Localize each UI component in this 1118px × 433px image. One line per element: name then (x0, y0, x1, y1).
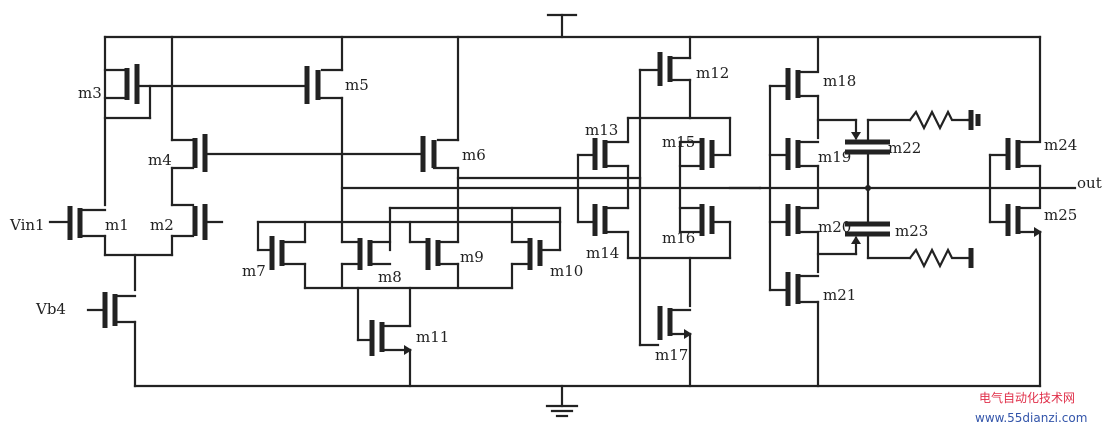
watermark-title: 电气自动化技术网 (979, 390, 1075, 405)
label-m20: m20 (818, 218, 851, 236)
label-m8: m8 (378, 268, 402, 286)
label-vin1: Vin1 (9, 216, 45, 234)
load-stage (256, 206, 562, 388)
label-m3: m3 (78, 84, 102, 102)
transistor-labels: m3 m5 m4 m6 m1 m2 m7 m8 m9 m10 m11 m12 m… (9, 64, 1102, 364)
output-driver (758, 35, 1077, 388)
label-m1: m1 (105, 216, 129, 234)
bias-mirror (304, 35, 460, 224)
label-m24: m24 (1044, 136, 1077, 154)
label-out: out (1077, 174, 1102, 192)
label-m9: m9 (460, 248, 484, 266)
label-m19: m19 (818, 148, 851, 166)
input-stage (48, 35, 422, 388)
vdd-rail (103, 13, 1042, 39)
label-m17: m17 (655, 346, 688, 364)
label-m11: m11 (416, 328, 449, 346)
label-m7: m7 (242, 262, 266, 280)
label-m15: m15 (662, 133, 695, 151)
gain-stage (576, 35, 762, 388)
label-m25: m25 (1044, 206, 1077, 224)
watermark: 电气自动化技术网 www.55dianzi.com (975, 390, 1087, 425)
watermark-url: www.55dianzi.com (975, 411, 1087, 425)
label-m23: m23 (895, 222, 928, 240)
label-m4: m4 (148, 151, 172, 169)
label-m6: m6 (462, 146, 486, 164)
label-m22: m22 (888, 139, 921, 157)
label-m12: m12 (696, 64, 729, 82)
label-m16: m16 (662, 229, 695, 247)
label-m13: m13 (585, 121, 618, 139)
signal-bus (340, 176, 762, 190)
label-vb4: Vb4 (35, 300, 66, 318)
label-m2: m2 (150, 216, 174, 234)
label-m21: m21 (823, 286, 856, 304)
label-m18: m18 (823, 72, 856, 90)
output-buffer (988, 35, 1042, 388)
label-m10: m10 (550, 262, 583, 280)
label-m5: m5 (345, 76, 369, 94)
label-m14: m14 (586, 244, 619, 262)
ground-rail (133, 384, 1042, 418)
